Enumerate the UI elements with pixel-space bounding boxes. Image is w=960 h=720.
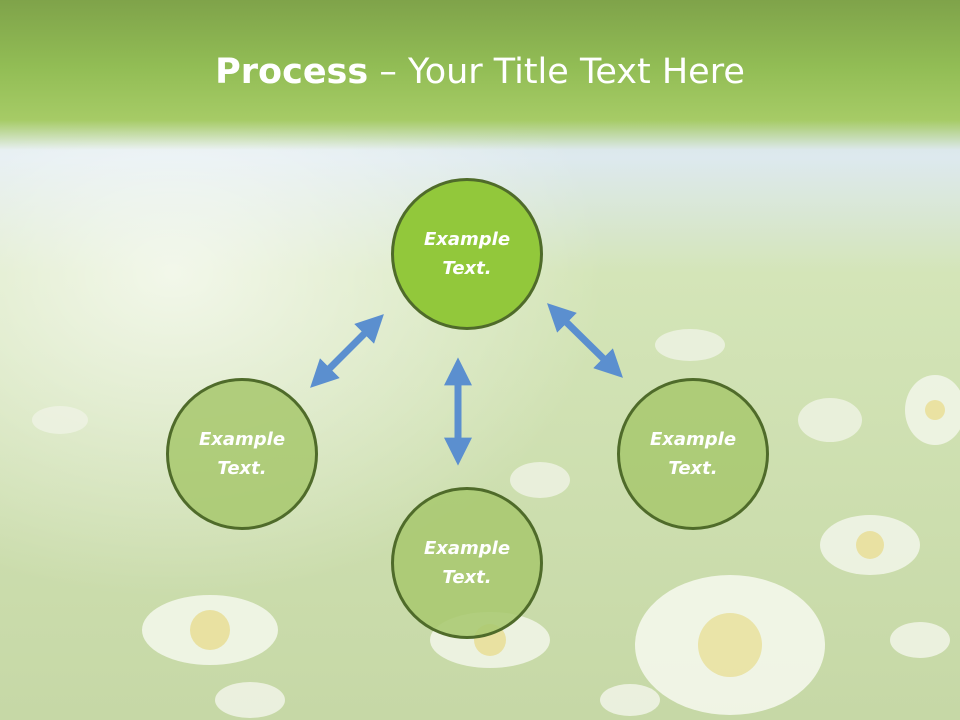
daisy-flower bbox=[32, 406, 88, 434]
process-node-top[interactable]: Example Text. bbox=[391, 178, 543, 330]
arrow-left-top bbox=[310, 314, 384, 388]
process-node-left[interactable]: Example Text. bbox=[166, 378, 318, 530]
arrow-top-right bbox=[547, 303, 623, 378]
process-node-bottom[interactable]: Example Text. bbox=[391, 487, 543, 639]
daisy-flower bbox=[142, 595, 278, 665]
node-text-line2: Text. bbox=[442, 567, 492, 588]
slide-title: Process – Your Title Text Here bbox=[0, 52, 960, 92]
daisy-flower bbox=[905, 375, 960, 445]
node-text-line1: Example bbox=[649, 429, 737, 450]
node-text-line2: Text. bbox=[217, 458, 267, 479]
node-text-line1: Example bbox=[198, 429, 286, 450]
daisy-flower bbox=[635, 575, 825, 715]
daisy-flower bbox=[510, 462, 570, 498]
daisy-flower bbox=[600, 684, 660, 716]
daisy-flower bbox=[655, 329, 725, 361]
node-text-line1: Example bbox=[423, 229, 511, 250]
daisy-flower bbox=[798, 398, 862, 442]
daisy-flower bbox=[820, 515, 920, 575]
node-text-line2: Text. bbox=[668, 458, 718, 479]
node-text-line2: Text. bbox=[442, 258, 492, 279]
node-text-line1: Example bbox=[423, 538, 511, 559]
slide-title-rest: – Your Title Text Here bbox=[368, 52, 745, 92]
daisy-flower bbox=[890, 622, 950, 658]
daisy-flower bbox=[215, 682, 285, 718]
process-node-right[interactable]: Example Text. bbox=[617, 378, 769, 530]
title-bar bbox=[0, 0, 960, 150]
slide-title-bold: Process bbox=[215, 52, 369, 92]
